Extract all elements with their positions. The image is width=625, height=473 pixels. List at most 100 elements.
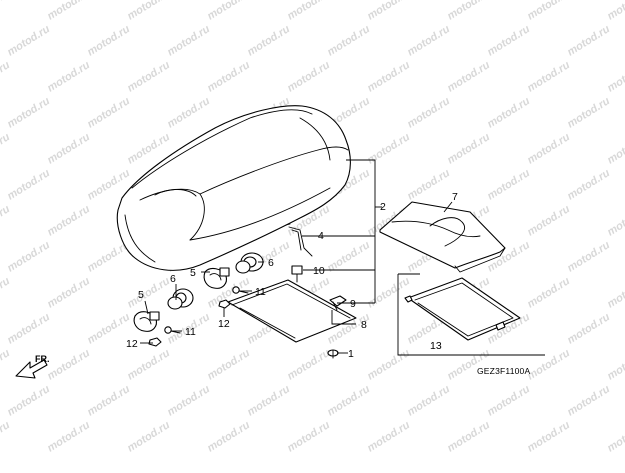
leader-lines — [140, 159, 453, 354]
callout-12-lower: 12 — [126, 338, 138, 350]
callout-13: 13 — [430, 340, 442, 352]
callout-5-upper: 5 — [190, 267, 196, 279]
watermark-text: motod.ru — [565, 95, 612, 131]
watermark-text: motod.ru — [525, 59, 572, 95]
watermark-text: motod.ru — [525, 275, 572, 311]
front-marker-label: FR. — [35, 354, 50, 364]
watermark-text: motod.ru — [245, 383, 292, 419]
watermark-text: motod.ru — [165, 95, 212, 131]
watermark-text: motod.ru — [525, 203, 572, 239]
watermark-text: motod.ru — [85, 23, 132, 59]
watermark-text: motod.ru — [325, 383, 372, 419]
watermark-text: motod.ru — [0, 59, 12, 95]
watermark-text: motod.ru — [605, 59, 625, 95]
watermark-text: motod.ru — [85, 383, 132, 419]
callout-12-upper: 12 — [218, 318, 230, 330]
watermark-text: motod.ru — [5, 95, 52, 131]
watermark-text: motod.ru — [405, 167, 452, 203]
watermark-text: motod.ru — [285, 59, 332, 95]
part-8-plate — [227, 279, 357, 343]
watermark-text: motod.ru — [445, 131, 492, 167]
callout-1: 1 — [348, 348, 354, 360]
front-direction-arrow: FR. — [15, 354, 50, 379]
watermark-text: motod.ru — [485, 23, 532, 59]
watermark-text: motod.ru — [0, 347, 12, 383]
watermark-text: motod.ru — [125, 0, 172, 23]
watermark-text: motod.ru — [5, 239, 52, 275]
watermark-text: motod.ru — [125, 275, 172, 311]
watermark-text: motod.ru — [285, 0, 332, 23]
watermark-text: motod.ru — [605, 275, 625, 311]
watermark-text: motod.ru — [325, 23, 372, 59]
watermark-text: motod.ru — [605, 347, 625, 383]
callout-labels: 1 2 4 5 5 6 6 7 8 9 10 11 11 12 12 13 — [126, 191, 458, 360]
watermark-text: motod.ru — [45, 131, 92, 167]
watermark-text: motod.ru — [205, 347, 252, 383]
callout-4: 4 — [318, 230, 324, 242]
watermark-text: motod.ru — [45, 203, 92, 239]
callout-9: 9 — [350, 298, 356, 310]
watermark-text: motod.ru — [165, 23, 212, 59]
watermark-text: motod.ru — [365, 59, 412, 95]
watermark-text: motod.ru — [525, 419, 572, 455]
watermark-text: motod.ru — [525, 347, 572, 383]
watermark-text: motod.ru — [45, 419, 92, 455]
callout-5-lower: 5 — [138, 289, 144, 301]
watermark-text: motod.ru — [5, 383, 52, 419]
watermark-text: motod.ru — [365, 419, 412, 455]
watermark-text: motod.ru — [205, 59, 252, 95]
watermark-text: motod.ru — [405, 23, 452, 59]
watermark-text: motod.ru — [485, 167, 532, 203]
watermark-text: motod.ru — [285, 347, 332, 383]
watermark-text: motod.ru — [125, 59, 172, 95]
watermark-text: motod.ru — [5, 167, 52, 203]
watermark-text: motod.ru — [0, 131, 12, 167]
part-5-lock-b — [133, 311, 160, 332]
watermark-text: motod.ru — [605, 203, 625, 239]
part-9-clip — [329, 295, 347, 311]
part-12-nut-b — [148, 337, 162, 347]
watermark-text: motod.ru — [245, 23, 292, 59]
watermark-text: motod.ru — [485, 95, 532, 131]
watermark-text: motod.ru — [365, 0, 412, 23]
watermark-text: motod.ru — [565, 311, 612, 347]
part-13-tray — [404, 277, 521, 341]
callout-2: 2 — [380, 201, 386, 213]
watermark-text: motod.ru — [0, 275, 12, 311]
callout-8: 8 — [361, 319, 367, 331]
watermark-text: motod.ru — [205, 0, 252, 23]
watermark-text: motod.ru — [0, 419, 12, 455]
watermark-text: motod.ru — [525, 0, 572, 23]
watermark-text: motod.ru — [0, 203, 12, 239]
watermark-text: motod.ru — [5, 311, 52, 347]
watermark-text: motod.ru — [85, 95, 132, 131]
part-5-lock-a — [203, 267, 230, 289]
watermark-text: motod.ru — [445, 59, 492, 95]
watermark-text: motod.ru — [525, 131, 572, 167]
watermark-text: motod.ru — [45, 59, 92, 95]
watermark-text: motod.ru — [165, 383, 212, 419]
watermark-text: motod.ru — [565, 383, 612, 419]
watermark-text: motod.ru — [605, 0, 625, 23]
callout-11-lower: 11 — [185, 326, 196, 338]
watermark-text: motod.ru — [0, 0, 12, 23]
part-13-bracket — [397, 273, 545, 356]
part-7-bag — [379, 201, 506, 273]
watermark-text: motod.ru — [365, 275, 412, 311]
watermark-text: motod.ru — [565, 167, 612, 203]
watermark-text: motod.ru — [405, 95, 452, 131]
part-10-bolt — [291, 265, 303, 283]
watermark-text: motod.ru — [565, 23, 612, 59]
callout-10: 10 — [313, 265, 325, 277]
drawing-code: GEZ3F1100A — [477, 366, 530, 376]
watermark-text: motod.ru — [485, 383, 532, 419]
part-6-collar-b — [167, 288, 194, 310]
watermark-text: motod.ru — [365, 347, 412, 383]
watermark-text: motod.ru — [325, 239, 372, 275]
watermark-text: motod.ru — [405, 383, 452, 419]
watermark-text: motod.ru — [445, 347, 492, 383]
callout-6-upper: 6 — [268, 257, 274, 269]
part-4-stay — [285, 223, 313, 257]
